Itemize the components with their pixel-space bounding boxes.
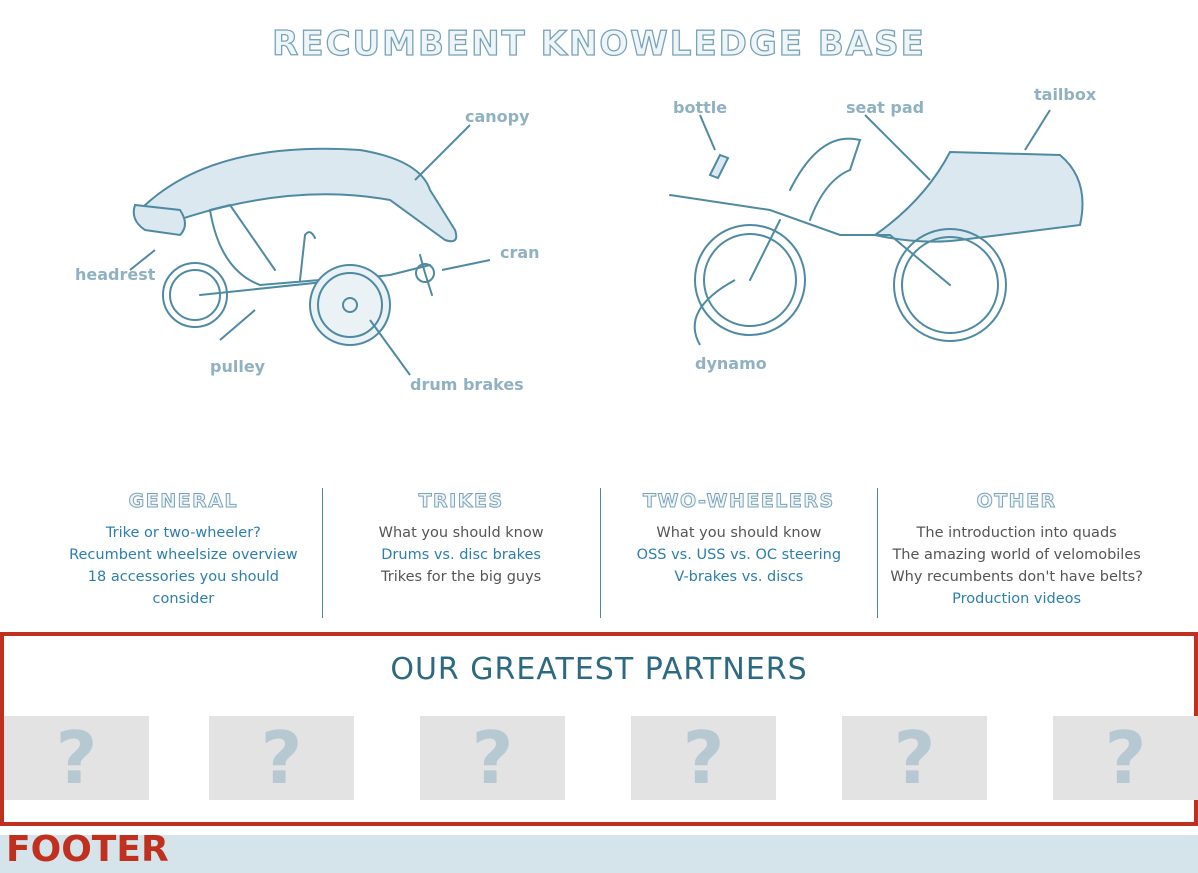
article-link[interactable]: V-brakes vs. discs [674, 569, 804, 585]
partner-logo-placeholder[interactable]: ? [209, 716, 354, 800]
page-title: RECUMBENT KNOWLEDGE BASE [272, 23, 926, 64]
trike-illustration: canopy cranks headrest pulley drum brake… [60, 80, 540, 420]
partner-logo-placeholder[interactable]: ? [4, 716, 149, 800]
partner-logo-placeholder[interactable]: ? [631, 716, 776, 800]
partners-section: OUR GREATEST PARTNERS ? ? ? ? ? ? [0, 632, 1198, 826]
label-tailbox: tailbox [1034, 85, 1097, 104]
category-other: OTHER The introduction into quads The am… [878, 488, 1155, 618]
partner-logo-placeholder[interactable]: ? [1053, 716, 1198, 800]
article-link[interactable]: Trike or two-wheeler? [105, 525, 261, 541]
footer: FOOTER [0, 829, 1198, 873]
category-heading: TWO-WHEELERS [643, 490, 835, 513]
partner-logos: ? ? ? ? ? ? [4, 716, 1198, 800]
article-text: What you should know [656, 525, 822, 541]
label-pulley: pulley [210, 357, 266, 376]
label-drum-brakes: drum brakes [410, 375, 524, 394]
bike-illustration: bottle seat pad tailbox dynamo [640, 80, 1120, 420]
category-heading: TRIKES [418, 490, 504, 513]
article-link[interactable]: OSS vs. USS vs. OC steering [636, 547, 842, 563]
article-text: The amazing world of velomobiles [892, 547, 1141, 563]
label-dynamo: dynamo [695, 354, 767, 373]
article-text: Trikes for the big guys [381, 569, 542, 585]
article-text: What you should know [378, 525, 544, 541]
category-general: GENERAL Trike or two-wheeler? Recumbent … [45, 488, 323, 618]
category-heading: OTHER [976, 490, 1057, 513]
category-trikes: TRIKES What you should know Drums vs. di… [323, 488, 601, 618]
knowledge-categories: GENERAL Trike or two-wheeler? Recumbent … [45, 488, 1155, 618]
label-bottle: bottle [673, 98, 727, 117]
partner-logo-placeholder[interactable]: ? [842, 716, 987, 800]
category-two-wheelers: TWO-WHEELERS What you should know OSS vs… [601, 488, 879, 618]
label-seat-pad: seat pad [846, 98, 924, 117]
label-canopy: canopy [465, 107, 530, 126]
label-cranks: cranks [500, 243, 540, 262]
trike-drawing: canopy cranks headrest pulley drum brake… [75, 107, 540, 394]
article-text: Why recumbents don't have belts? [890, 569, 1143, 585]
category-heading: GENERAL [128, 490, 239, 513]
article-text: The introduction into quads [916, 525, 1117, 541]
article-link[interactable]: Production videos [952, 591, 1082, 607]
article-link[interactable]: Drums vs. disc brakes [381, 547, 541, 563]
article-link[interactable]: Recumbent wheelsize overview [69, 547, 298, 563]
label-headrest: headrest [75, 265, 156, 284]
bike-drawing: bottle seat pad tailbox dynamo [669, 85, 1097, 373]
partners-title: OUR GREATEST PARTNERS [390, 652, 808, 687]
footer-label: FOOTER [6, 829, 169, 870]
partner-logo-placeholder[interactable]: ? [420, 716, 565, 800]
article-link[interactable]: 18 accessories you should [87, 569, 279, 585]
article-link[interactable]: consider [152, 591, 215, 607]
